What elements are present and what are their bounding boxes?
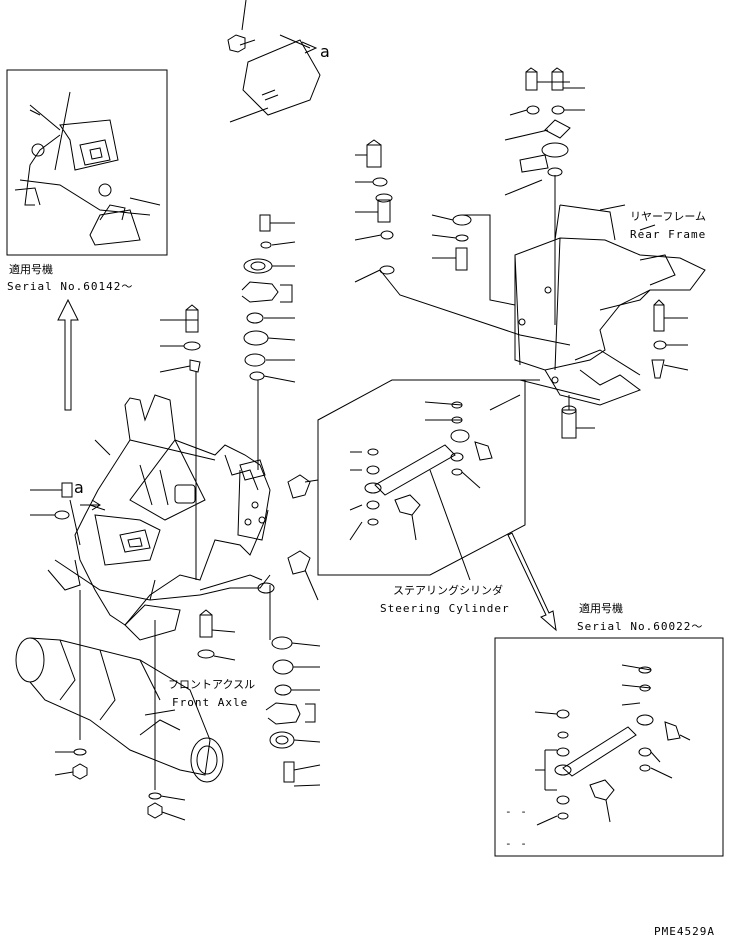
grease-fittings (287, 474, 319, 601)
rear-frame (514, 175, 706, 439)
serial-number-a: Serial No.60142～ (7, 280, 134, 293)
center-part-stack (159, 214, 296, 580)
steering-cylinder-en-label: Steering Cylinder (380, 602, 510, 615)
inset-serial-60022 (494, 637, 724, 857)
front-frame (47, 394, 271, 641)
view-a-label-left: a (74, 478, 85, 497)
serial-number-b: Serial No.60022～ (577, 620, 704, 633)
front-axle-jp-label: フロントアクスル (168, 678, 256, 691)
rear-part-stack (354, 67, 689, 379)
rear-frame-en-label: Rear Frame (630, 228, 707, 241)
dash-marker-1: - - (505, 805, 528, 818)
rear-guide-lines (379, 214, 601, 401)
cover-plate (227, 0, 321, 123)
drawing-code: PME4529A (654, 925, 715, 938)
axle-fasteners (54, 748, 186, 821)
serial-heading-b: 適用号機 (579, 602, 623, 615)
serial-heading-a: 適用号機 (9, 263, 53, 276)
inset-b-pointer (507, 532, 557, 632)
steering-cylinder-box (317, 379, 526, 581)
steering-cylinder-jp-label: ステアリングシリンダ (393, 584, 503, 597)
front-axle-en-label: Front Axle (172, 696, 249, 709)
front-axle (15, 590, 224, 790)
inset-pointer-arrow (57, 298, 79, 411)
inset-serial-60142 (6, 69, 168, 256)
dash-marker-2: - - (505, 837, 528, 850)
view-a-label-top: a (320, 42, 331, 61)
lower-part-stack (257, 582, 321, 787)
rear-frame-jp-label: リヤーフレーム (630, 210, 707, 223)
axle-mount-bolt (197, 609, 236, 661)
left-bolts (30, 482, 101, 546)
